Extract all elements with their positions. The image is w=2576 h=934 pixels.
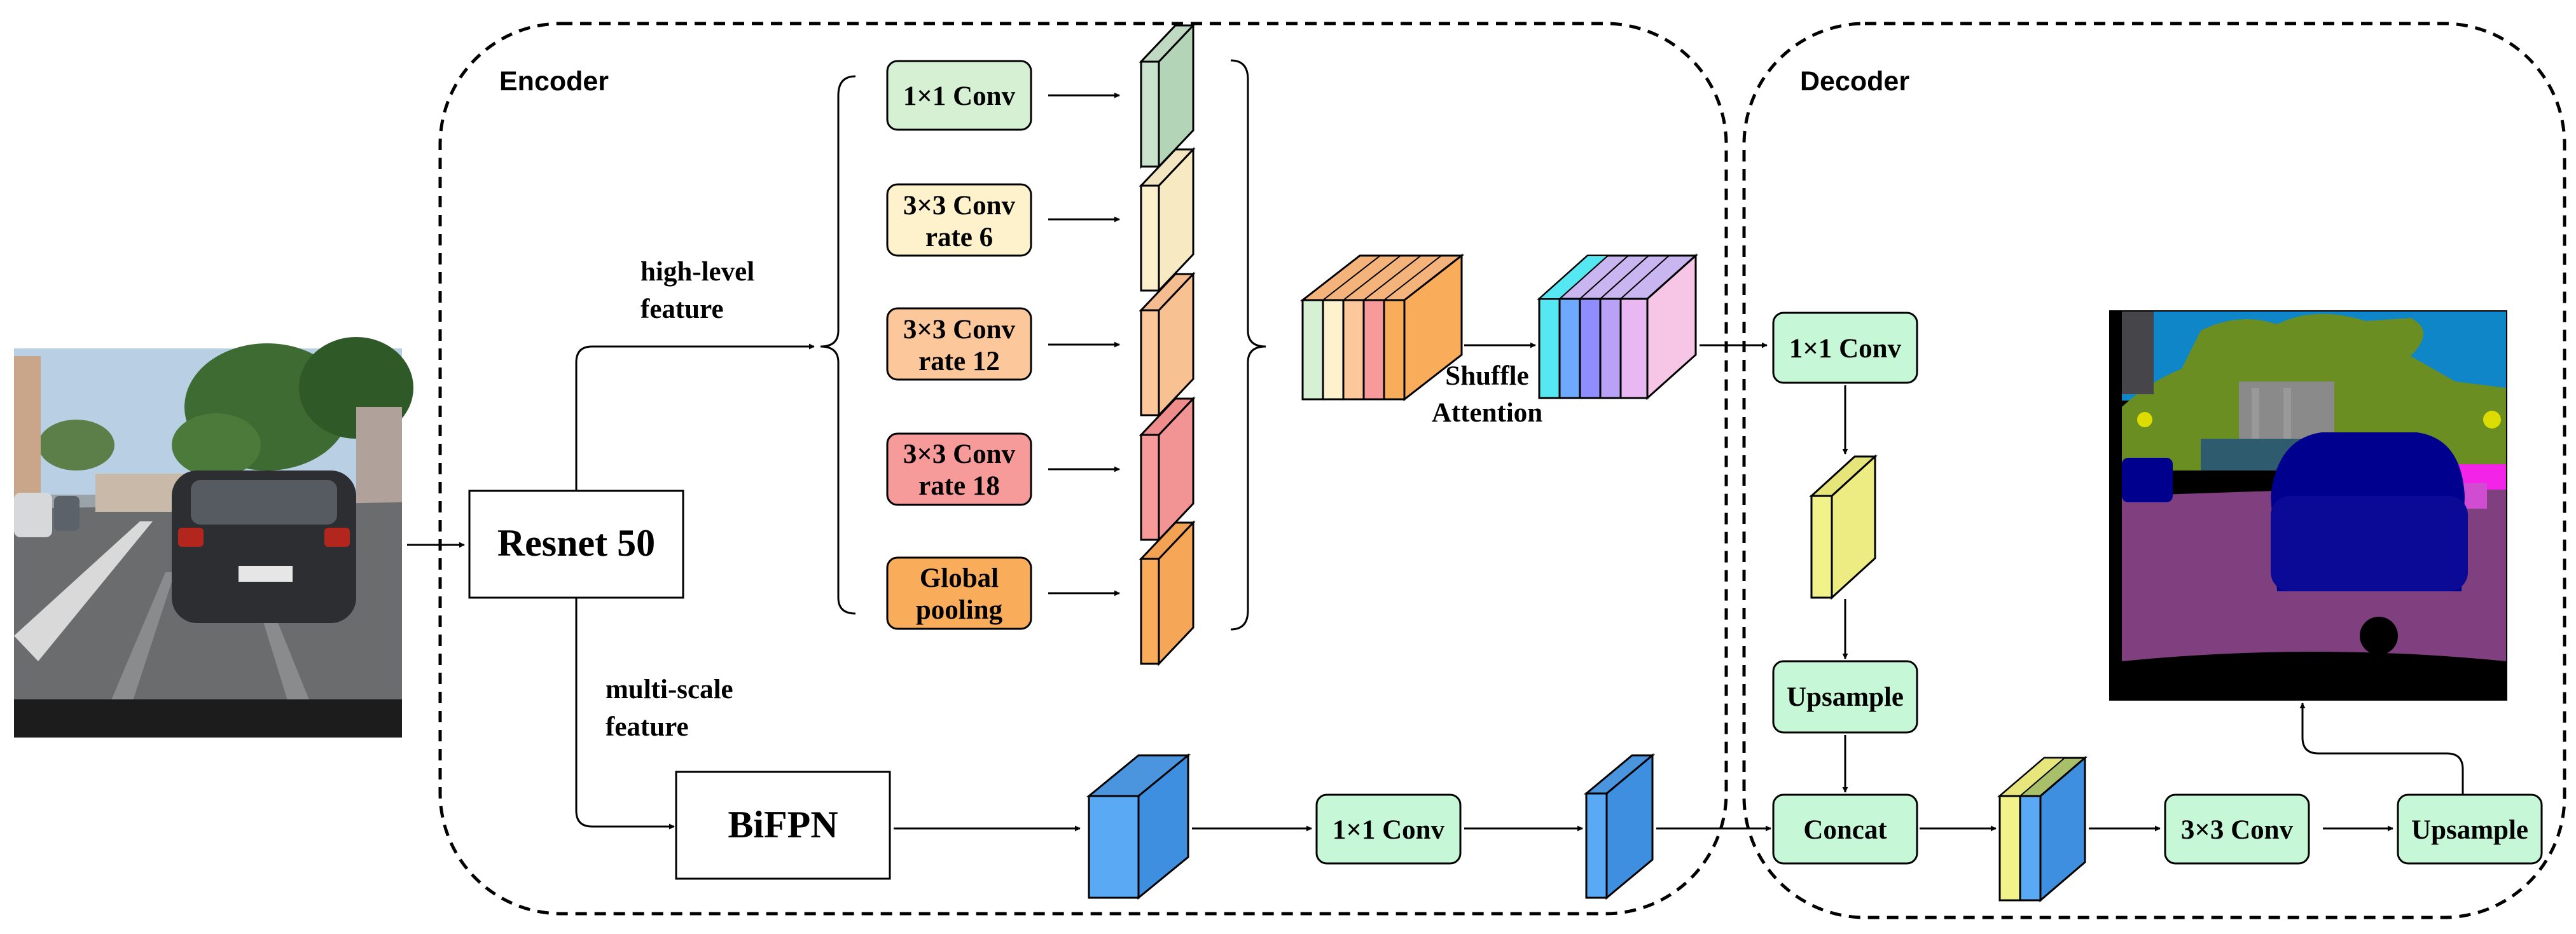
- svg-text:Upsample: Upsample: [1787, 682, 1904, 712]
- encoder-title: Encoder: [499, 66, 609, 97]
- shuffle-label-1: Shuffle: [1445, 361, 1528, 391]
- svg-text:3×3 Conv: 3×3 Conv: [903, 191, 1016, 221]
- encoder-bottom-conv1x1: 1×1 Conv: [1315, 793, 1462, 865]
- svg-text:Global: Global: [920, 563, 999, 593]
- reduced-feature-cube: [1583, 753, 1656, 900]
- aspp-feature-cube-3: [1139, 271, 1196, 418]
- decoder-conv3x3: 3×3 Conv: [2164, 793, 2310, 865]
- aspp-atrous-6: 3×3 Conv rate 6: [886, 183, 1032, 257]
- multi-scale-arrow: [575, 598, 675, 830]
- svg-text:1×1 Conv: 1×1 Conv: [903, 81, 1016, 111]
- high-level-label-1: high-level: [641, 257, 754, 287]
- svg-text:Upsample: Upsample: [2411, 815, 2528, 845]
- decoder-concat-cube: [1997, 755, 2088, 903]
- decoder-box: [1742, 22, 2566, 919]
- multi-scale-label-1: multi-scale: [606, 675, 733, 704]
- aspp-feature-cube-1: [1139, 23, 1196, 169]
- decoder-upsample-mid: Upsample: [1772, 660, 1918, 734]
- decoder-conv1x1: 1×1 Conv: [1772, 312, 1918, 384]
- svg-text:1×1 Conv: 1×1 Conv: [1333, 815, 1445, 845]
- encoder-box: [438, 22, 1728, 916]
- decoder-upsample-out: Upsample: [2397, 793, 2543, 865]
- shuffle-attention-cube: [1537, 253, 1698, 401]
- decoder-yellow-cube: [1809, 454, 1878, 600]
- aspp-conv1x1: 1×1 Conv: [886, 60, 1032, 131]
- aspp-global-pooling: Global pooling: [886, 556, 1032, 630]
- aspp-right-brace: [1230, 59, 1266, 631]
- aspp-atrous-12: 3×3 Conv rate 12: [886, 307, 1032, 381]
- bifpn-box: [675, 771, 891, 880]
- aspp-left-brace: [820, 75, 856, 615]
- svg-text:3×3 Conv: 3×3 Conv: [903, 315, 1016, 345]
- aspp-feature-cube-2: [1139, 147, 1196, 293]
- svg-text:pooling: pooling: [916, 595, 1003, 625]
- shuffle-label-2: Attention: [1432, 398, 1542, 428]
- concatenated-aspp-cube: [1299, 253, 1465, 402]
- resnet-label: Resnet 50: [497, 522, 655, 564]
- bifpn-label: BiFPN: [728, 804, 838, 846]
- aspp-atrous-18: 3×3 Conv rate 18: [886, 432, 1032, 506]
- svg-text:1×1 Conv: 1×1 Conv: [1789, 334, 1902, 364]
- high-level-label-2: feature: [641, 294, 724, 324]
- svg-text:3×3 Conv: 3×3 Conv: [903, 439, 1016, 469]
- aspp-feature-cube-5: [1139, 520, 1196, 666]
- aspp-feature-cube-4: [1139, 396, 1196, 542]
- decoder-title: Decoder: [1800, 66, 1909, 97]
- output-segmentation-map: [2109, 310, 2507, 701]
- svg-text:rate 18: rate 18: [918, 471, 1000, 501]
- svg-text:rate 6: rate 6: [925, 223, 993, 252]
- decoder-concat: Concat: [1772, 793, 1918, 865]
- svg-text:Concat: Concat: [1803, 815, 1887, 845]
- arrow-upsample-to-output: [2299, 703, 2464, 795]
- svg-text:rate 12: rate 12: [918, 347, 1000, 376]
- input-image: [14, 337, 413, 738]
- bifpn-feature-cube: [1086, 753, 1191, 900]
- svg-text:3×3 Conv: 3×3 Conv: [2181, 815, 2294, 845]
- multi-scale-label-2: feature: [606, 712, 689, 742]
- high-level-arrow: [575, 343, 815, 491]
